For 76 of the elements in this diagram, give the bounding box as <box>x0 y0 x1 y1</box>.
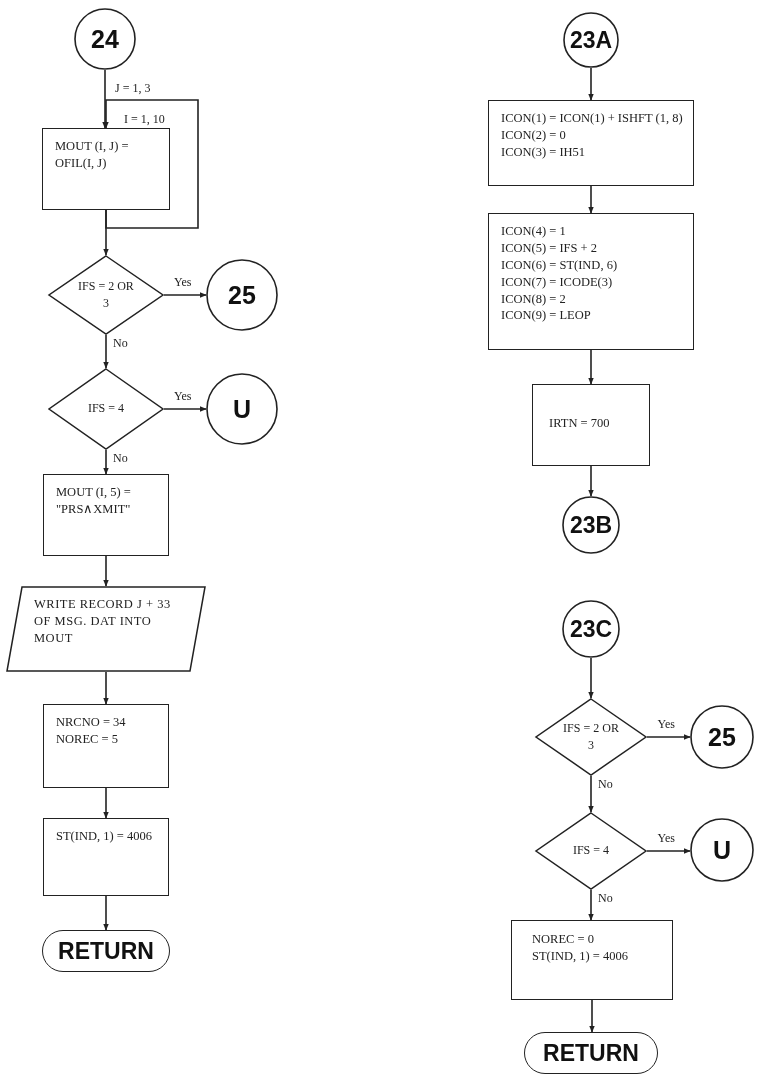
process-text: MOUT (I, J) = OFIL(I, J) <box>55 138 130 172</box>
process-text: ICON(8) = 2 <box>501 290 567 308</box>
decision-diamond <box>48 255 164 335</box>
arrow <box>103 671 109 705</box>
terminal-text: RETURN <box>543 1041 639 1065</box>
arrow <box>588 657 594 699</box>
arrow <box>588 889 594 921</box>
connector-label: 25 <box>228 282 256 308</box>
connector-label: 23A <box>569 28 613 52</box>
connector-circle <box>206 259 278 331</box>
process-text: ICON(9) = LEOP <box>501 307 592 325</box>
process-text: ST(IND, 1) = 4006 <box>532 947 629 965</box>
arrow <box>588 67 594 101</box>
process-text: ICON(1) = ICON(1) + ISHFT (1, 8) <box>501 110 684 127</box>
condition-text: IFS = 2 OR 3 <box>562 719 620 754</box>
connector-label: 24 <box>91 26 119 52</box>
arrow <box>102 69 108 129</box>
connector-circle <box>690 705 754 769</box>
process-text: ICON(3) = IH51 <box>501 143 587 161</box>
connector-circle <box>206 373 278 445</box>
connector-circle <box>690 818 754 882</box>
arrow <box>103 334 109 369</box>
condition-text: IFS = 4 <box>571 842 611 860</box>
connector-circle <box>563 12 619 68</box>
arrow <box>103 787 109 819</box>
connector-circle <box>74 8 136 70</box>
process-text: NOREC = 5 <box>56 730 119 748</box>
arrow <box>163 406 207 412</box>
process-text: ICON(4) = 1 <box>501 223 567 240</box>
process-text: ICON(7) = ICODE(3) <box>501 273 614 291</box>
loop-range-label: I = 1, 10 <box>124 112 165 127</box>
arrow <box>588 465 594 497</box>
process-text: NOREC = 0 <box>532 931 595 948</box>
process-text: ICON(6) = ST(IND, 6) <box>501 256 619 274</box>
process-box <box>43 704 169 788</box>
connector-label: U <box>232 396 252 422</box>
process-box <box>43 818 169 896</box>
process-text: ST(IND, 1) = 4006 <box>56 828 153 845</box>
process-text: NRCNO = 34 <box>56 714 127 731</box>
arrow <box>103 209 109 256</box>
process-text: IRTN = 700 <box>549 415 611 432</box>
process-box <box>43 474 169 556</box>
arrow <box>588 775 594 813</box>
arrow <box>163 292 207 298</box>
arrow <box>588 185 594 214</box>
arrow <box>589 999 595 1033</box>
io-text: WRITE RECORD J + 33 OF MSG. DAT INTO MOUT <box>34 596 172 647</box>
process-text: MOUT (I, 5) = "PRS∧XMIT" <box>56 484 132 518</box>
connector-label: 23C <box>569 617 613 641</box>
io-parallelogram <box>6 586 206 672</box>
arrow <box>103 449 109 475</box>
process-box <box>532 384 650 466</box>
decision-diamond <box>48 368 164 450</box>
connector-circle <box>562 600 620 658</box>
process-box <box>488 100 694 186</box>
loop-arrow <box>103 99 199 229</box>
connector-label: U <box>712 837 732 863</box>
terminal-text: RETURN <box>58 939 154 963</box>
arrow <box>588 349 594 385</box>
condition-text: IFS = 4 <box>86 400 126 418</box>
decision-diamond <box>535 812 647 890</box>
process-box <box>488 213 694 350</box>
arrow <box>646 734 691 740</box>
process-box <box>42 128 170 210</box>
arrow <box>103 895 109 931</box>
connector-label: 23B <box>569 513 613 537</box>
connector-label: 25 <box>708 724 736 750</box>
arrow <box>646 848 691 854</box>
process-box <box>511 920 673 1000</box>
decision-diamond <box>535 698 647 776</box>
process-text: ICON(5) = IFS + 2 <box>501 239 599 257</box>
loop-range-label: J = 1, 3 <box>115 81 151 96</box>
process-text: ICON(2) = 0 <box>501 126 567 144</box>
connector-circle <box>562 496 620 554</box>
condition-text: IFS = 2 OR 3 <box>77 277 135 312</box>
arrow <box>103 555 109 587</box>
